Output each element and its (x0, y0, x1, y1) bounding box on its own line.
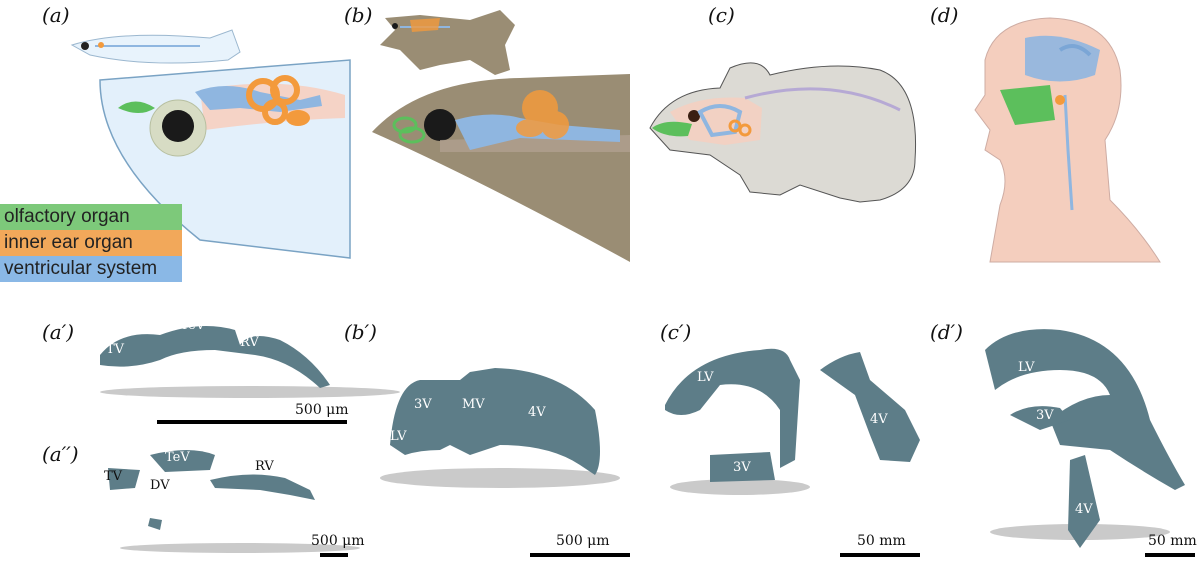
label-tev: TeV (165, 451, 190, 464)
scale-label-a2: 500 μm (311, 533, 365, 549)
legend-ventricular-system: ventricular system (0, 256, 182, 282)
model-b1 (380, 368, 620, 488)
legend-inner-ear-organ: inner ear organ (0, 230, 182, 256)
panel-label-d: (d) (930, 5, 958, 25)
scale-bar-c1 (840, 553, 920, 557)
label-4v: 4V (870, 413, 888, 426)
mouse-illustration (650, 63, 916, 202)
scale-bar-a2 (320, 553, 348, 557)
label-3v: 3V (1036, 409, 1054, 422)
scale-bar-b1 (530, 553, 630, 557)
panel-label-c-prime: (c′) (660, 322, 691, 342)
panel-label-b: (b) (344, 5, 372, 25)
scale-label-d1: 50 mm (1148, 533, 1197, 549)
scale-bar-d1 (1145, 553, 1195, 557)
label-4v: 4V (1075, 503, 1093, 516)
label-mv: MV (462, 398, 485, 411)
label-lv: LV (697, 371, 713, 384)
label-rv: RV (240, 336, 259, 349)
label-lv: LV (1018, 361, 1034, 374)
label-tv: TV (106, 343, 124, 356)
panel-label-a: (a) (42, 5, 70, 25)
panel-label-a-double-prime: (a′′) (42, 444, 79, 464)
human-illustration (975, 18, 1160, 262)
label-4v: 4V (528, 406, 546, 419)
panel-label-b-prime: (b′) (344, 322, 377, 342)
panel-label-d-prime: (d′) (930, 322, 963, 342)
scale-label-a1: 500 μm (295, 402, 349, 418)
panel-label-c: (c) (708, 5, 735, 25)
scale-bar-a1 (157, 420, 347, 424)
label-dv: DV (150, 479, 170, 492)
legend: olfactory organ inner ear organ ventricu… (0, 204, 182, 282)
label-tv: TV (104, 470, 122, 483)
label-rv: RV (255, 460, 274, 473)
scale-label-c1: 50 mm (857, 533, 906, 549)
xenopus-illustration (372, 10, 630, 262)
label-dv-tev: DV-TeV (158, 319, 205, 332)
legend-olfactory-organ: olfactory organ (0, 204, 182, 230)
scale-label-b1: 500 μm (556, 533, 610, 549)
label-3v: 3V (733, 461, 751, 474)
label-lv: LV (390, 430, 406, 443)
label-3v: 3V (414, 398, 432, 411)
panel-label-a-prime: (a′) (42, 322, 74, 342)
